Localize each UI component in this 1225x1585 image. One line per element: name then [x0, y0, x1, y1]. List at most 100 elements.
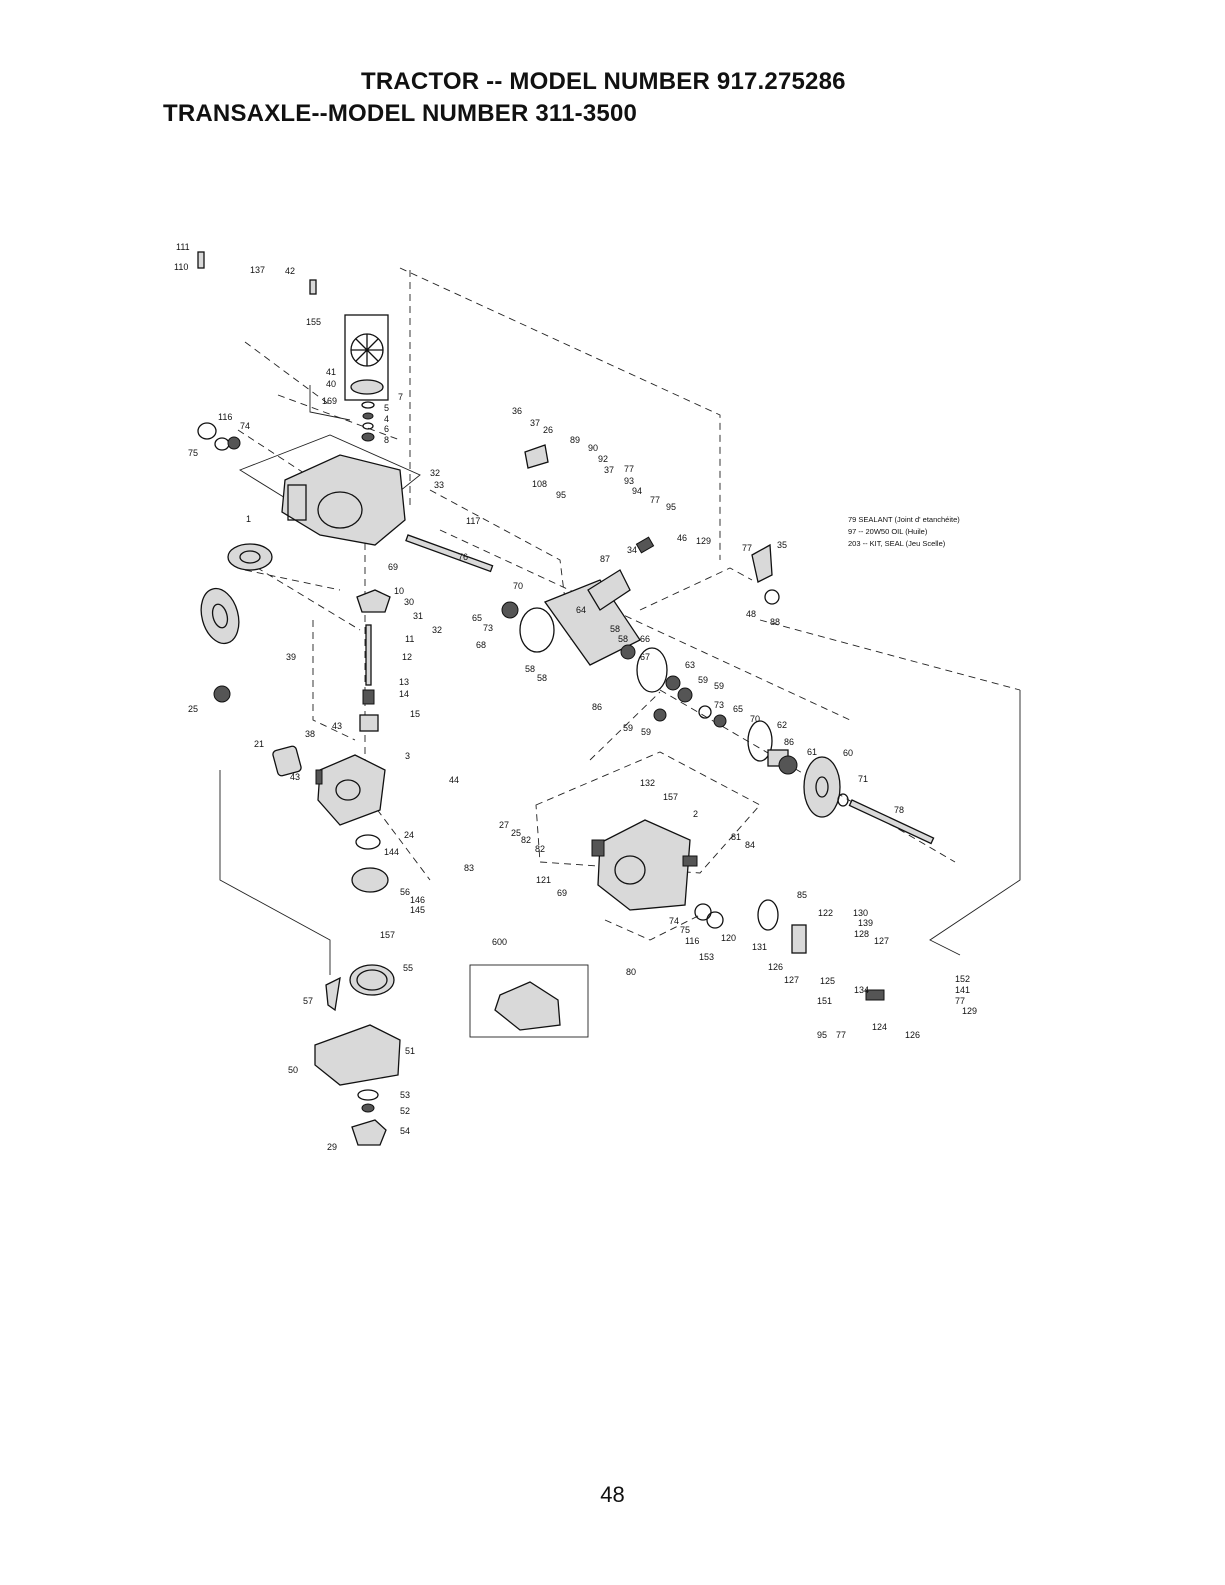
notes-block: 79 SEALANT (Joint d' etanchéite) 97 -- 2…: [848, 515, 960, 548]
center-case: [272, 745, 386, 826]
callout-71: 71: [858, 774, 868, 784]
transaxle-housing-upper: [281, 454, 406, 546]
callout-92: 92: [598, 454, 608, 464]
callout-52: 52: [400, 1106, 410, 1116]
callout-58b: 58: [618, 634, 628, 644]
callout-39: 39: [286, 652, 296, 662]
callout-76: 76: [458, 552, 468, 562]
callout-67: 67: [640, 652, 650, 662]
callout-137: 137: [250, 265, 265, 275]
callout-110: 110: [174, 262, 188, 272]
callout-10: 10: [394, 586, 404, 596]
callout-37b: 37: [604, 465, 614, 475]
callout-59c: 59: [623, 723, 633, 733]
callout-30: 30: [404, 597, 414, 607]
callout-74: 74: [240, 421, 250, 431]
callout-5: 5: [384, 403, 389, 413]
callout-63: 63: [685, 660, 695, 670]
callout-127b: 127: [784, 975, 799, 985]
callout-15: 15: [410, 709, 420, 719]
callout-77: 77: [624, 464, 634, 474]
callout-116: 116: [218, 412, 232, 422]
tractor-model-title: TRACTOR -- MODEL NUMBER 917.275286: [361, 68, 846, 95]
callout-54: 54: [400, 1126, 410, 1136]
callout-134: 134: [854, 985, 869, 995]
center-shaft-stack: [356, 401, 391, 732]
callout-127a: 127: [874, 936, 889, 946]
callout-27: 27: [499, 820, 509, 830]
callout-29: 29: [327, 1142, 337, 1152]
callout-21: 21: [254, 739, 264, 749]
callout-83: 83: [464, 863, 474, 873]
callout-85: 85: [797, 890, 807, 900]
callout-59b: 59: [714, 681, 724, 691]
callout-48: 48: [746, 609, 756, 619]
callout-131: 131: [752, 942, 767, 952]
callout-141: 141: [955, 985, 970, 995]
callout-122: 122: [818, 908, 833, 918]
callout-124: 124: [872, 1022, 887, 1032]
note-seal-kit: 203 -- KIT, SEAL (Jeu Scelle): [848, 539, 946, 548]
callout-95b: 95: [666, 502, 676, 512]
callout-146: 146: [410, 895, 425, 905]
callout-8: 8: [384, 435, 389, 445]
callout-65b: 65: [733, 704, 743, 714]
callout-77b: 77: [650, 495, 660, 505]
callout-24: 24: [404, 830, 414, 840]
callout-32: 32: [430, 468, 440, 478]
callout-120: 120: [721, 933, 736, 943]
callout-64: 64: [576, 605, 586, 615]
callout-7: 7: [398, 392, 403, 402]
callout-129b: 129: [962, 1006, 977, 1016]
callout-40: 40: [326, 379, 336, 389]
callout-34: 34: [627, 545, 637, 555]
callout-82a: 82: [521, 835, 531, 845]
callout-25: 25: [188, 704, 198, 714]
callout-65: 65: [472, 613, 482, 623]
left-seals: [200, 543, 273, 703]
callout-36: 36: [512, 406, 522, 416]
callout-157b: 157: [380, 930, 395, 940]
callout-70b: 70: [750, 714, 760, 724]
callout-86: 86: [784, 737, 794, 747]
callout-80: 80: [626, 967, 636, 977]
callout-73b: 73: [714, 700, 724, 710]
callout-84: 84: [745, 840, 755, 850]
callout-1: 1: [246, 514, 251, 524]
callout-77e: 77: [955, 996, 965, 1006]
callout-132: 132: [640, 778, 655, 788]
callout-73: 73: [483, 623, 493, 633]
callout-62: 62: [777, 720, 787, 730]
transaxle-model-title: TRANSAXLE--MODEL NUMBER 311-3500: [163, 100, 638, 127]
callout-152: 152: [955, 974, 970, 984]
callout-155: 155: [306, 317, 321, 327]
callout-87: 87: [600, 554, 610, 564]
page-number: 48: [600, 1482, 625, 1507]
callout-69b: 69: [557, 888, 567, 898]
callout-43b: 43: [290, 772, 300, 782]
callout-57: 57: [303, 996, 313, 1006]
callout-111: 111: [176, 242, 190, 252]
lower-stack: [314, 834, 401, 1146]
callout-121: 121: [536, 875, 551, 885]
callout-42: 42: [285, 266, 295, 276]
callout-95: 95: [556, 490, 566, 500]
callout-44: 44: [449, 775, 459, 785]
small-hardware-left: [197, 251, 317, 451]
callout-14: 14: [399, 689, 409, 699]
callout-89: 89: [570, 435, 580, 445]
callout-26: 26: [543, 425, 553, 435]
callout-139: 139: [858, 918, 873, 928]
callout-108: 108: [532, 479, 547, 489]
callout-144: 144: [384, 847, 399, 857]
callout-51: 51: [405, 1046, 415, 1056]
callout-128: 128: [854, 929, 869, 939]
callout-74b: 74: [669, 916, 679, 926]
callout-35: 35: [777, 540, 787, 550]
callout-25b: 25: [511, 828, 521, 838]
callout-70: 70: [513, 581, 523, 591]
right-gear-train: [405, 534, 935, 845]
callout-43a: 43: [332, 721, 342, 731]
callout-129: 129: [696, 536, 711, 546]
